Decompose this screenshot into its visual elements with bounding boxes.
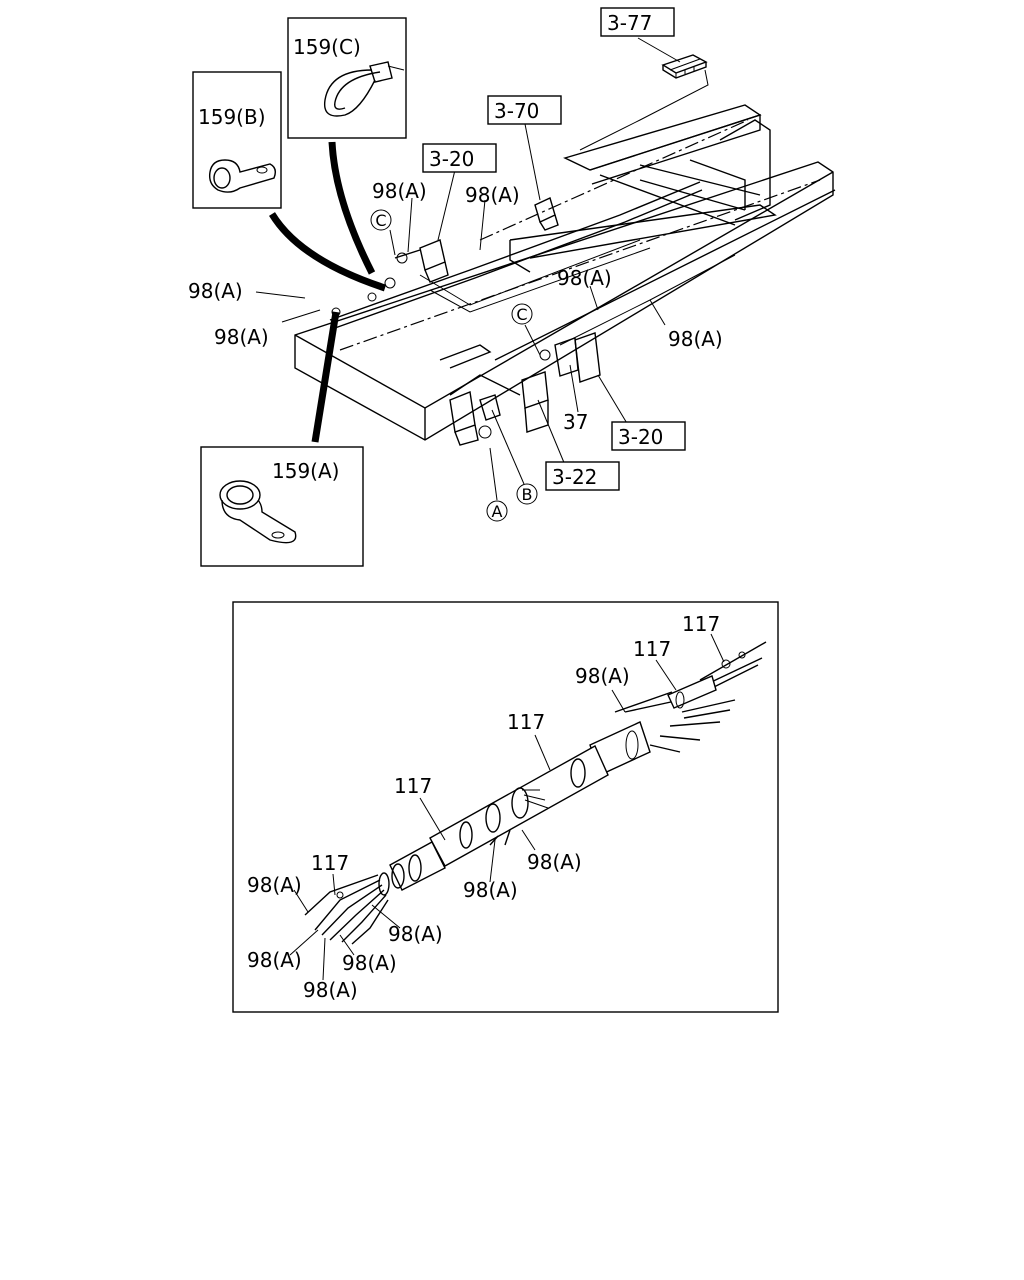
marker-a: A: [492, 502, 503, 521]
leader-c1: [389, 229, 396, 256]
label-d98a-3: 98(A): [527, 850, 582, 874]
pointer-159a: [311, 311, 340, 443]
leader-98a-4: [479, 199, 486, 251]
ref-3-20-upper: 3-20: [429, 147, 474, 171]
leader-3-20-lower: [597, 374, 629, 426]
leader-98a-2: [281, 309, 321, 323]
ref-box-3-70: [487, 95, 562, 125]
marker-c-upper-circle: [370, 209, 392, 231]
chassis-frame: [294, 69, 836, 441]
label-98a-3: 98(A): [372, 179, 427, 203]
leader-117-1: [710, 633, 725, 663]
label-98a-1: 98(A): [188, 279, 243, 303]
ref-box-3-20-lower: [611, 421, 686, 451]
leader-98a-6: [649, 299, 666, 326]
label-d98a-4: 98(A): [463, 878, 518, 902]
label-d98a-1: 98(A): [575, 664, 630, 688]
leader-d98a-4: [489, 839, 496, 883]
ref-3-77: 3-77: [607, 11, 652, 35]
detail-box-159b: [192, 71, 282, 209]
leader-b: [491, 409, 525, 485]
leader-d98a-1: [611, 689, 626, 713]
marker-c-lower: C: [516, 305, 527, 324]
label-d98a-7: 98(A): [342, 951, 397, 975]
leader-d98a-3: [521, 829, 536, 851]
clamp-on-harness: [384, 277, 396, 289]
cable-tie-icon: [323, 61, 405, 117]
label-d98a-5: 98(A): [388, 922, 443, 946]
ref-3-20-lower: 3-20: [618, 425, 663, 449]
leader-98a-3: [407, 197, 413, 253]
ref-3-22: 3-22: [552, 465, 597, 489]
label-117-2: 117: [633, 637, 671, 661]
ref-box-3-77: [600, 7, 675, 37]
label-d98a-8: 98(A): [303, 978, 358, 1002]
label-98a-2: 98(A): [214, 325, 269, 349]
label-d98a-6: 98(A): [247, 948, 302, 972]
label-117-4: 117: [394, 774, 432, 798]
clamp-3-70: [534, 197, 559, 231]
leader-3-77: [637, 37, 681, 63]
label-98a-4: 98(A): [465, 183, 520, 207]
label-98a-6: 98(A): [668, 327, 723, 351]
label-37: 37: [563, 410, 588, 434]
marker-c-lower-circle: [511, 303, 533, 325]
wiring-harness: [304, 641, 767, 945]
ref-box-3-20-upper: [422, 143, 497, 173]
leader-d98a-6: [289, 929, 319, 956]
label-159b: 159(B): [198, 105, 266, 129]
leader-a: [489, 447, 498, 501]
marker-c-upper: C: [375, 211, 386, 230]
detail-box-159c: [287, 17, 407, 139]
clip-on-harness: [367, 292, 377, 302]
clip-159b-icon: [208, 159, 277, 193]
marker-b-circle: [516, 483, 538, 505]
leader-d98a-7: [339, 934, 355, 956]
ref-3-70: 3-70: [494, 99, 539, 123]
bracket-a-b: [449, 391, 501, 446]
label-117-5: 117: [311, 851, 349, 875]
leader-117-4: [419, 797, 446, 841]
label-159a: 159(A): [272, 459, 339, 483]
leader-98a-5: [589, 285, 599, 311]
marker-a-circle: [486, 500, 508, 522]
connector-3-77: [661, 54, 708, 79]
leader-98a-1: [255, 291, 306, 299]
clip-159a-icon: [219, 480, 297, 544]
leader-d98a-5: [371, 904, 401, 929]
pointer-159b: [269, 212, 387, 292]
label-98a-5: 98(A): [557, 266, 612, 290]
leader-3-70: [524, 123, 541, 201]
leader-d98a-2: [293, 889, 309, 913]
clamp-on-harness-2: [331, 307, 341, 317]
ref-box-3-22: [545, 461, 620, 491]
leader-d98a-8: [322, 937, 326, 981]
label-117-3: 117: [507, 710, 545, 734]
marker-b: B: [522, 485, 533, 504]
leader-117-3: [534, 734, 551, 771]
label-d98a-2: 98(A): [247, 873, 302, 897]
clip-3-22: [521, 371, 549, 433]
pointer-159c: [328, 141, 376, 275]
leader-c2: [524, 324, 541, 356]
leader-117-2: [655, 659, 677, 691]
label-159c: 159(C): [293, 35, 361, 59]
leader-3-22: [537, 399, 566, 466]
leader-3-20-upper: [437, 169, 456, 241]
clip-3-20-upper: [394, 239, 449, 283]
label-117-1: 117: [682, 612, 720, 636]
leader-37: [569, 364, 579, 413]
leader-117-5: [332, 873, 336, 896]
